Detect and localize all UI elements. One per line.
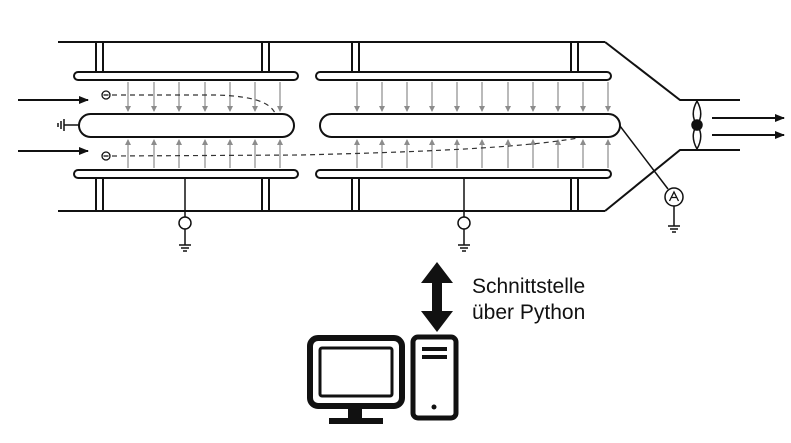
right-lower-electrode xyxy=(315,169,612,179)
right-central-electrode xyxy=(319,113,621,138)
interface-caption-line2: über Python xyxy=(472,301,586,324)
interface-caption-line1: Schnittstelle xyxy=(472,275,586,298)
fan-symbol xyxy=(691,99,703,151)
electric-field-arrows xyxy=(125,82,611,168)
central-electrodes xyxy=(78,113,621,138)
ion-trajectories xyxy=(111,94,579,157)
lower-negative-ion xyxy=(101,151,111,161)
outlet-lower-taper xyxy=(604,149,740,212)
support-posts xyxy=(95,42,579,211)
ground-symbol-left-electrode xyxy=(57,119,79,131)
pc-tower-icon xyxy=(410,334,459,421)
upper-negative-ion xyxy=(101,90,111,100)
outlet-upper-taper xyxy=(604,41,740,101)
interface-caption: Schnittstelle über Python xyxy=(472,274,585,326)
ground-ammeter-right xyxy=(457,178,471,252)
bidirectional-arrow xyxy=(421,262,453,332)
monitor-icon xyxy=(307,335,405,424)
upper-ion-trajectory xyxy=(112,94,276,114)
inlet-arrows xyxy=(18,96,89,155)
right-upper-electrode xyxy=(315,71,612,81)
left-lower-electrode xyxy=(73,169,299,179)
ground-ammeter-left xyxy=(178,178,192,252)
ion-markers xyxy=(101,90,111,161)
ammeter-symbol xyxy=(619,125,684,233)
outer-electrodes xyxy=(73,71,612,179)
housing xyxy=(58,41,740,212)
left-central-electrode xyxy=(78,113,295,138)
left-upper-electrode xyxy=(73,71,299,81)
outlet-arrows xyxy=(712,114,785,139)
